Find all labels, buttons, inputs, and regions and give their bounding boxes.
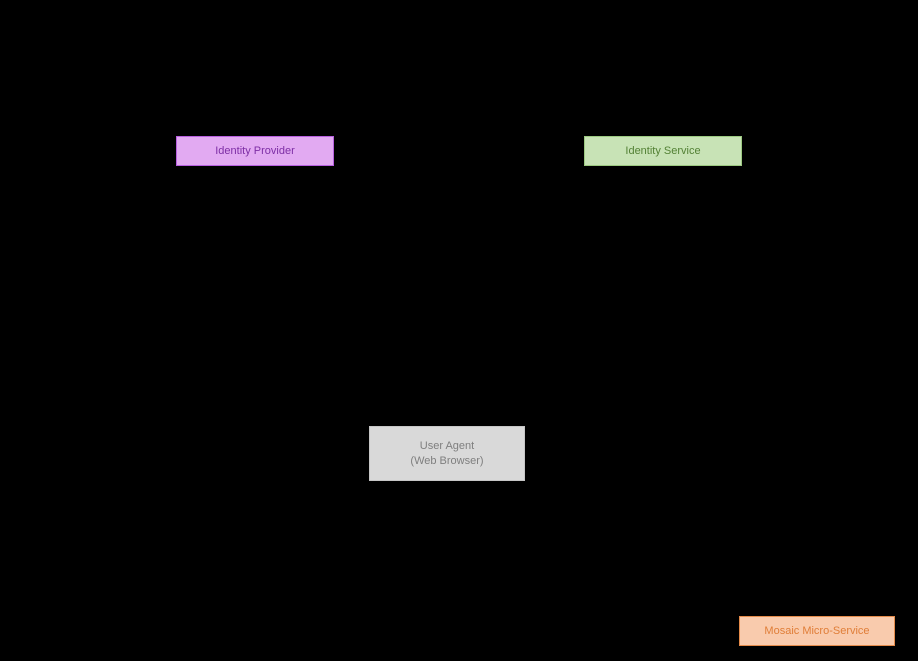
node-identity-provider: Identity Provider bbox=[176, 136, 334, 166]
node-user-agent: User Agent (Web Browser) bbox=[369, 426, 525, 481]
node-identity-service: Identity Service bbox=[584, 136, 742, 166]
node-identity-provider-label: Identity Provider bbox=[215, 144, 295, 157]
node-mosaic-micro-service: Mosaic Micro-Service bbox=[739, 616, 895, 646]
node-mosaic-micro-service-label: Mosaic Micro-Service bbox=[764, 624, 870, 637]
node-user-agent-label: User Agent (Web Browser) bbox=[410, 439, 484, 467]
node-identity-service-label: Identity Service bbox=[625, 144, 701, 157]
